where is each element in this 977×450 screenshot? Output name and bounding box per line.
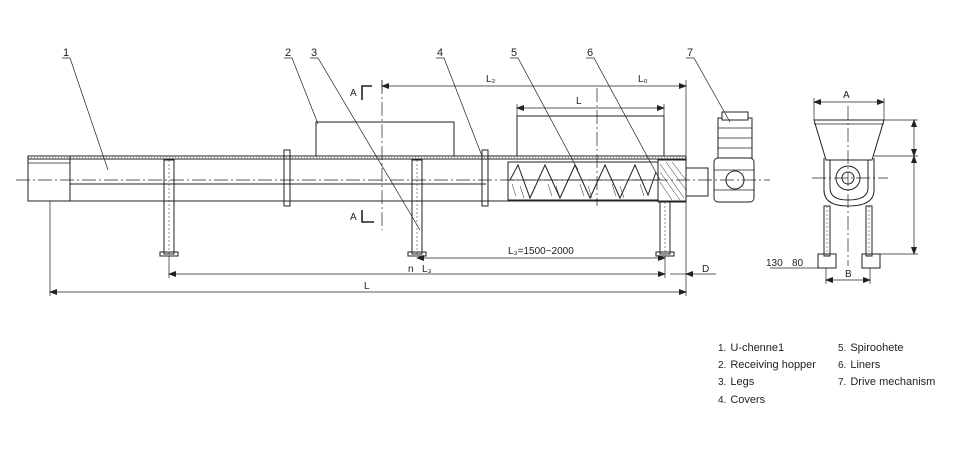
- callout-6: 6: [587, 47, 593, 59]
- dim-130: 130: [766, 258, 783, 269]
- legend-item: 1.U-chenne1: [718, 342, 785, 354]
- drive-mechanism: [713, 111, 755, 203]
- callout-1: 1: [63, 47, 69, 59]
- support-legs: [159, 159, 675, 257]
- dimensions: L₂ L₀ L L₃=1500~2000 n L₃ D L: [49, 74, 716, 296]
- dim-D: D: [702, 264, 709, 275]
- dim-A-width: A: [843, 90, 850, 101]
- receiving-hopper: [315, 115, 665, 157]
- dim-L-overall: L: [364, 281, 370, 292]
- dim-L3: L₃: [422, 264, 432, 275]
- end-view-hopper: [813, 119, 885, 161]
- dim-L2: L₂: [486, 74, 496, 85]
- liner-bearing: [657, 159, 709, 203]
- dim-n: n: [408, 264, 414, 275]
- svg-text:A: A: [350, 88, 357, 99]
- section-marker-bottom: A: [350, 210, 374, 223]
- callout-2: 2: [285, 47, 291, 59]
- legend-item: 2.Receiving hopper: [718, 359, 816, 371]
- legend-item: 3.Legs: [718, 376, 755, 388]
- dim-L-spiral: L: [576, 96, 582, 107]
- callout-leaders: [62, 57, 731, 231]
- callout-7: 7: [687, 47, 693, 59]
- callout-4: 4: [437, 47, 443, 59]
- end-view-trough: [823, 158, 875, 207]
- legend-item: 6.Liners: [838, 359, 881, 371]
- dim-80: 80: [792, 258, 804, 269]
- legend-item: 4.Covers: [718, 394, 766, 406]
- legend-item: 5.Spiroohete: [838, 342, 904, 354]
- svg-text:A: A: [350, 212, 357, 223]
- side-view: A A: [16, 80, 770, 257]
- trough-flanges: [283, 149, 489, 207]
- u-channel-trough: [28, 155, 687, 202]
- dim-L3-range: L₃=1500~2000: [508, 246, 574, 257]
- dim-B: B: [845, 269, 852, 280]
- section-marker-top: A: [350, 85, 372, 100]
- legend-item: 7.Drive mechanism: [838, 376, 936, 388]
- legend-column-1: 1.U-chenne1 2.Receiving hopper 3.Legs 4.…: [718, 342, 816, 407]
- callout-5: 5: [511, 47, 517, 59]
- callout-3: 3: [311, 47, 317, 59]
- end-view: A B 130 80: [766, 90, 918, 284]
- callout-numbers: 1 2 3 4 5 6 7: [63, 47, 693, 59]
- dim-L0: L₀: [638, 74, 648, 85]
- legend-column-2: 5.Spiroohete 6.Liners 7.Drive mechanism: [838, 342, 935, 389]
- spiral-screw: [507, 161, 659, 201]
